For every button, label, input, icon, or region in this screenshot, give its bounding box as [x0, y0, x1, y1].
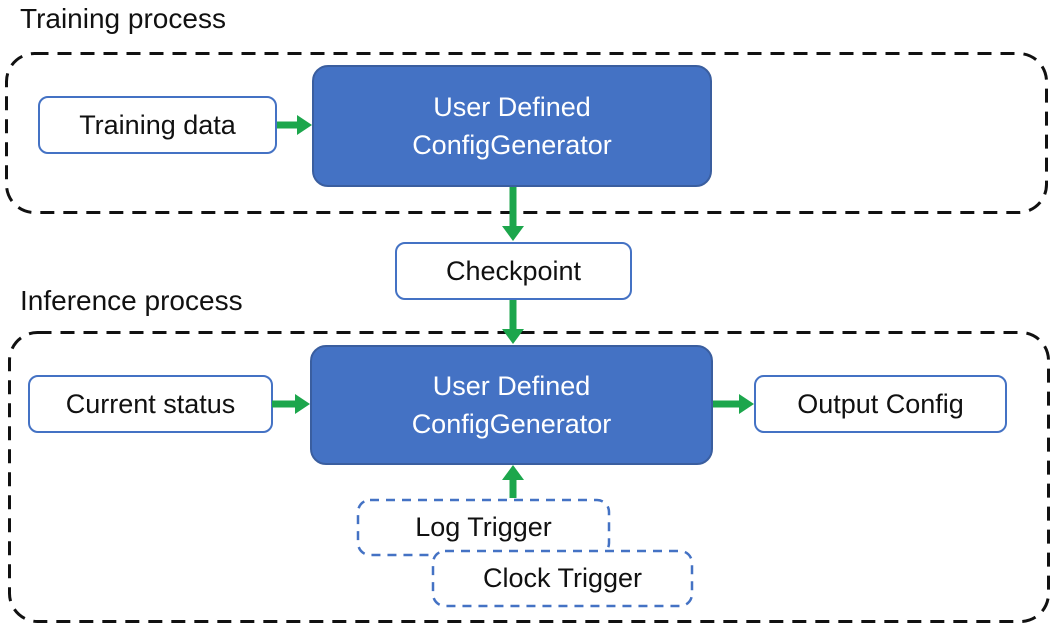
generator-label-line2: ConfigGenerator — [411, 409, 612, 439]
inference-process-label: Inference process — [20, 285, 243, 316]
node-training-data: Training data — [38, 96, 277, 154]
arrow-head-icon — [739, 394, 754, 414]
node-current-status: Current status — [28, 375, 273, 433]
generator-label-line2: ConfigGenerator — [412, 130, 612, 160]
training-data-label: Training data — [79, 109, 236, 140]
arrow-generator-to-checkpoint — [502, 187, 524, 241]
generator-label-line1: User Defined — [432, 371, 591, 401]
generator-label-line1: User Defined — [433, 92, 591, 122]
arrow-shaft — [713, 400, 740, 408]
arrow-generator-to-output — [713, 394, 754, 414]
arrow-head-icon — [295, 394, 310, 414]
arrow-triggers-to-generator — [502, 465, 524, 498]
arrow-shaft — [509, 300, 517, 330]
arrow-checkpoint-to-generator — [502, 300, 524, 344]
output-config-label: Output Config — [797, 388, 964, 419]
clock-trigger-label: Clock Trigger — [482, 563, 643, 593]
arrow-head-icon — [502, 465, 524, 480]
arrow-current-status-to-generator — [272, 394, 310, 414]
current-status-label: Current status — [65, 388, 236, 419]
arrow-head-icon — [297, 115, 312, 135]
arrow-shaft — [272, 400, 296, 408]
arrow-shaft — [509, 479, 517, 498]
training-process-label: Training process — [20, 3, 226, 34]
arrow-head-icon — [502, 329, 524, 344]
node-config-generator-inference: User Defined ConfigGenerator — [310, 345, 713, 465]
node-config-generator-training: User Defined ConfigGenerator — [312, 65, 712, 187]
node-output-config: Output Config — [754, 375, 1007, 433]
arrow-shaft — [277, 121, 298, 129]
arrow-training-data-to-generator — [277, 115, 312, 135]
checkpoint-label: Checkpoint — [445, 255, 582, 286]
arrow-shaft — [509, 187, 517, 227]
node-checkpoint: Checkpoint — [395, 242, 632, 300]
log-trigger-label: Log Trigger — [415, 512, 552, 542]
arrow-head-icon — [502, 226, 524, 241]
